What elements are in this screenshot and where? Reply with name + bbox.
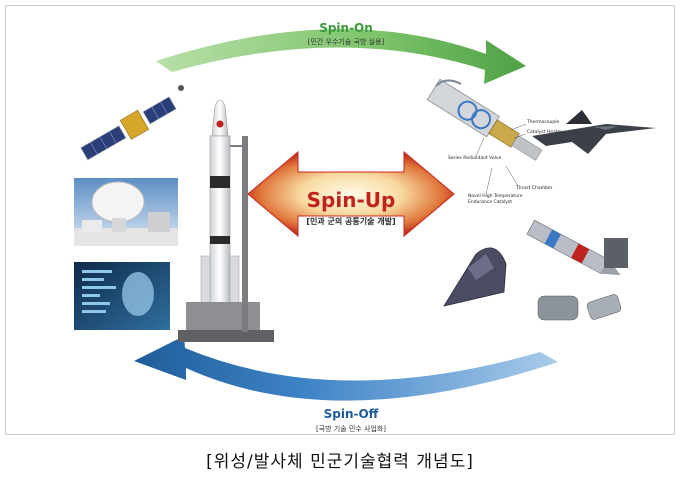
spin-up-arrow (247, 150, 455, 238)
diagram-frame: Spin-On [민간 우수기술 국방 실용] Spin-Off [국방 기술 … (5, 5, 675, 435)
radar-antenna-image (74, 178, 178, 246)
thruster-cutaway-image (426, 78, 543, 161)
label-catalyst-heater: Catalyst Heater (527, 130, 563, 135)
spin-up-title: Spin-Up (306, 188, 396, 212)
label-series-redundant-valve: Series Redundant Valve (448, 156, 502, 161)
missile-engine-image (526, 219, 628, 321)
spin-up-subtitle: [민과 군의 공통기술 개발] (306, 217, 396, 226)
spin-off-title: Spin-Off (323, 407, 379, 421)
spin-on-title: Spin-On (319, 21, 373, 35)
launch-vehicle-image (178, 99, 274, 342)
diagram-canvas (74, 29, 656, 401)
spin-on-arrow (156, 29, 526, 84)
reentry-capsule-image (443, 247, 507, 307)
satellite-image (80, 85, 184, 161)
digital-head-image (74, 262, 170, 330)
label-thermocouple: Thermocouple (527, 120, 560, 125)
fighter-jet-image (532, 110, 656, 154)
label-thrust-chamber: Thrust Chamber (516, 186, 553, 191)
spin-on-subtitle: [민간 우수기술 국방 실용] (307, 38, 385, 46)
figure-caption: [위성/발사체 민군기술협력 개념도] (206, 452, 474, 472)
spin-off-subtitle: [국방 기술 민수 사업화] (315, 425, 387, 433)
spin-off-arrow (134, 336, 558, 401)
label-novel-catalyst: Novel High Temperature Endurance Catalys… (468, 194, 523, 205)
